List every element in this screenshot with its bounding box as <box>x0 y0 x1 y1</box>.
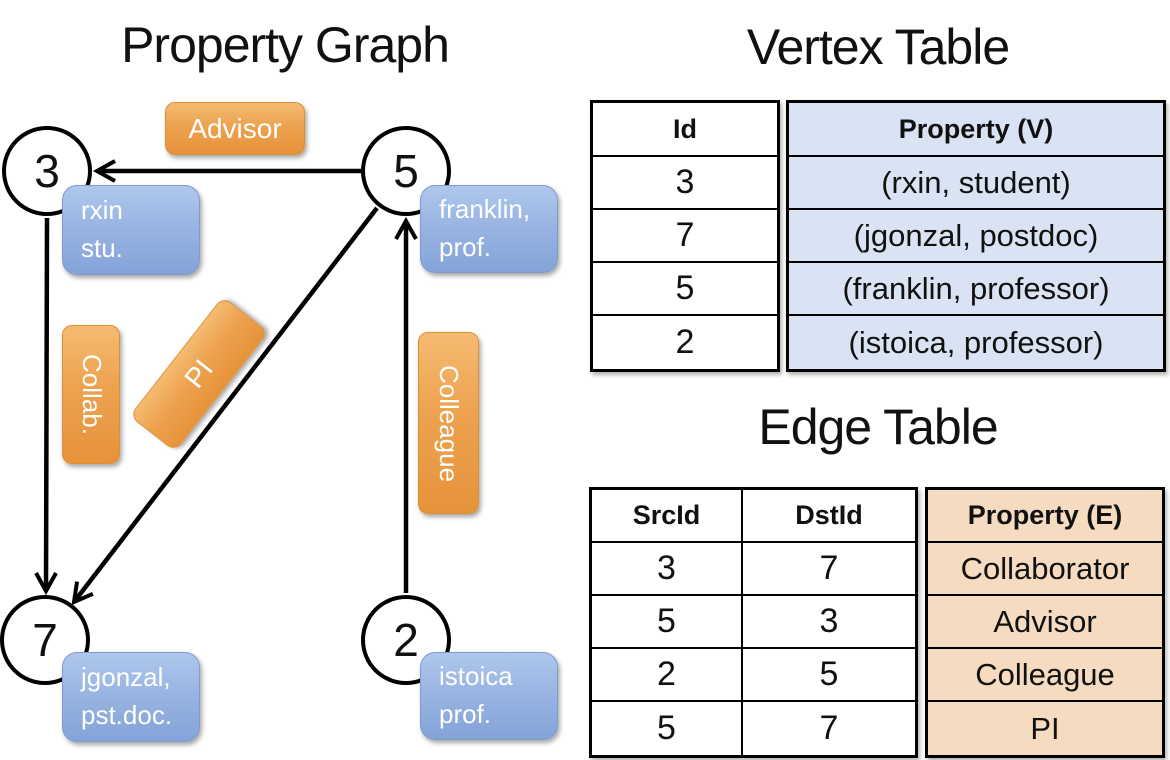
edge-table-src-cell: 3 <box>592 543 741 596</box>
vertex-property-label-2-line1: istoica <box>439 661 513 692</box>
vertex-property-label-5: franklin, prof. <box>420 185 558 273</box>
vertex-table-id-cell: 3 <box>593 157 777 210</box>
vertex-property-label-3-line1: rxin <box>81 195 123 226</box>
edge-table-dstid-header: DstId <box>741 490 915 543</box>
vertex-table-property-header: Property (V) <box>789 103 1163 157</box>
vertex-node-3-id: 3 <box>34 145 60 197</box>
edge-3-to-7-collaborator <box>34 217 58 596</box>
vertex-table-id-column: Id 3 7 5 2 <box>590 100 780 372</box>
edge-table-src-dst-columns: SrcId DstId 3 7 5 3 2 5 5 7 <box>589 487 918 758</box>
vertex-table-title: Vertex Table <box>746 19 1010 75</box>
edge-table-dst-cell: 7 <box>741 543 915 596</box>
vertex-table-property-cell: (istoica, professor) <box>848 324 1104 360</box>
edge-table-src-cell: 2 <box>592 649 741 702</box>
edge-table-property-cell: PI <box>1030 710 1060 746</box>
edge-table-property-cell: Advisor <box>928 596 1162 649</box>
vertex-property-label-7-line2: pst.doc. <box>81 700 173 730</box>
vertex-property-label-5-line1: franklin, <box>439 194 531 225</box>
edge-table-src-cell: 5 <box>592 596 741 649</box>
edge-table-property-column: Property (E) Collaborator Advisor Collea… <box>925 487 1165 758</box>
vertex-table-property-cell: (jgonzal, postdoc) <box>789 210 1163 263</box>
edge-table-property-header: Property (E) <box>928 490 1162 543</box>
edge-table-property-cell: Collaborator <box>928 543 1162 596</box>
edge-table-srcid-header: SrcId <box>592 490 741 543</box>
vertex-table-id-cell: 5 <box>593 263 777 316</box>
vertex-property-label-5-line2: prof. <box>439 232 492 262</box>
edge-table-title: Edge Table <box>758 399 998 455</box>
edge-label-collab: Collab. <box>62 325 120 464</box>
edge-label-advisor: Advisor <box>165 102 305 155</box>
edge-label-colleague-text: Colleague <box>434 364 464 482</box>
edge-table-dst-cell: 7 <box>741 702 915 755</box>
edge-label-colleague: Colleague <box>418 332 479 514</box>
edge-table-dst-cell: 3 <box>741 596 915 649</box>
vertex-property-label-7: jgonzal, pst.doc. <box>62 652 200 742</box>
edge-table-property-cell: Colleague <box>928 649 1162 702</box>
vertex-property-label-2-line2: prof. <box>439 699 492 729</box>
vertex-property-label-3-line2: stu. <box>81 233 123 263</box>
vertex-table-id-header: Id <box>593 103 777 157</box>
vertex-table-id-cell: 7 <box>593 210 777 263</box>
vertex-node-3: 3 <box>2 126 92 216</box>
edge-label-advisor-text: Advisor <box>188 112 282 144</box>
vertex-node-7-id: 7 <box>32 614 58 666</box>
edge-table-src-cell: 5 <box>657 709 676 747</box>
vertex-property-label-3: rxin stu. <box>62 185 200 275</box>
vertex-table-property-cell: (franklin, professor) <box>789 263 1163 316</box>
edge-table-dst-cell: 5 <box>741 649 915 702</box>
edge-label-collab-text: Collab. <box>76 354 107 435</box>
vertex-node-2-id: 2 <box>393 614 419 666</box>
vertex-table-property-cell: (rxin, student) <box>789 157 1163 210</box>
property-graph-title: Property Graph <box>121 17 450 73</box>
vertex-table-id-cell: 2 <box>675 323 695 361</box>
edge-5-to-7-pi <box>71 206 379 606</box>
vertex-node-5-id: 5 <box>393 145 419 197</box>
edge-label-pi-text: PI <box>178 353 219 394</box>
vertex-table-property-column: Property (V) (rxin, student) (jgonzal, p… <box>786 100 1166 372</box>
vertex-property-label-2: istoica prof. <box>420 652 558 740</box>
vertex-property-label-7-line1: jgonzal, <box>81 662 171 693</box>
